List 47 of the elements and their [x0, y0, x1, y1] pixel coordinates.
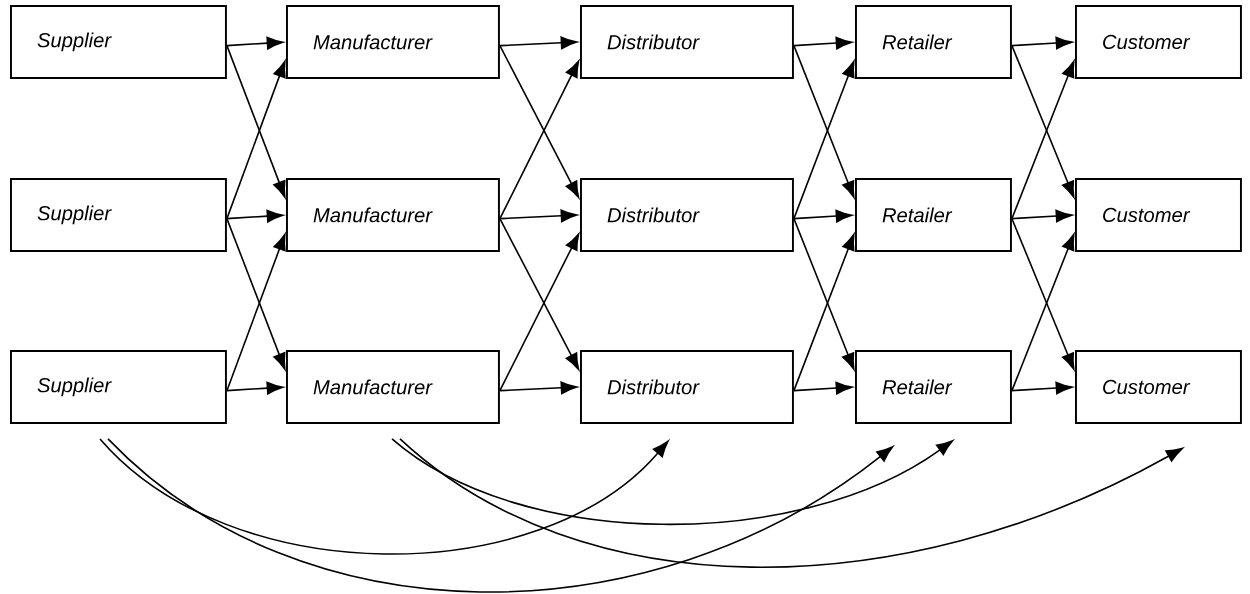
- arrow: [499, 209, 578, 223]
- box: Supplier: [10, 350, 227, 424]
- box: Customer: [1075, 178, 1242, 252]
- arrow: [499, 60, 580, 220]
- arrow: [499, 44, 580, 198]
- arrow: [793, 233, 855, 392]
- arrow: [99, 438, 669, 555]
- arrow: [793, 381, 853, 395]
- arrow: [793, 60, 855, 220]
- arrow: [793, 36, 853, 50]
- box: Distributor: [580, 5, 794, 79]
- box: Manufacturer: [286, 350, 500, 424]
- box: Distributor: [580, 350, 794, 424]
- box: Retailer: [855, 178, 1012, 252]
- arrow: [793, 217, 855, 370]
- arrow: [1011, 217, 1075, 370]
- box: Retailer: [855, 350, 1012, 424]
- arrow: [499, 381, 578, 395]
- arrow: [226, 381, 284, 395]
- box: Retailer: [855, 5, 1012, 79]
- arrow: [793, 44, 855, 198]
- arrow: [391, 438, 954, 526]
- arrow: [226, 44, 286, 198]
- arrow: [499, 36, 578, 50]
- box: Customer: [1075, 350, 1242, 424]
- arrow: [1011, 233, 1075, 392]
- arrow: [793, 209, 853, 223]
- arrow: [1011, 60, 1075, 220]
- arrow: [226, 209, 284, 223]
- arrow: [1011, 209, 1073, 223]
- arrow: [399, 438, 1183, 568]
- arrow: [226, 233, 286, 392]
- arrow: [226, 217, 286, 370]
- arrow: [499, 233, 580, 392]
- box: Supplier: [10, 178, 227, 252]
- box: Distributor: [580, 178, 794, 252]
- box: Manufacturer: [286, 178, 500, 252]
- arrow: [1011, 36, 1073, 50]
- arrow: [1011, 381, 1073, 395]
- box: Supplier: [10, 5, 227, 79]
- arrow: [107, 438, 894, 593]
- arrow: [499, 217, 580, 370]
- arrow: [226, 36, 284, 50]
- arrow: [226, 60, 286, 220]
- arrow: [1011, 44, 1075, 198]
- box: Customer: [1075, 5, 1242, 79]
- box: Manufacturer: [286, 5, 500, 79]
